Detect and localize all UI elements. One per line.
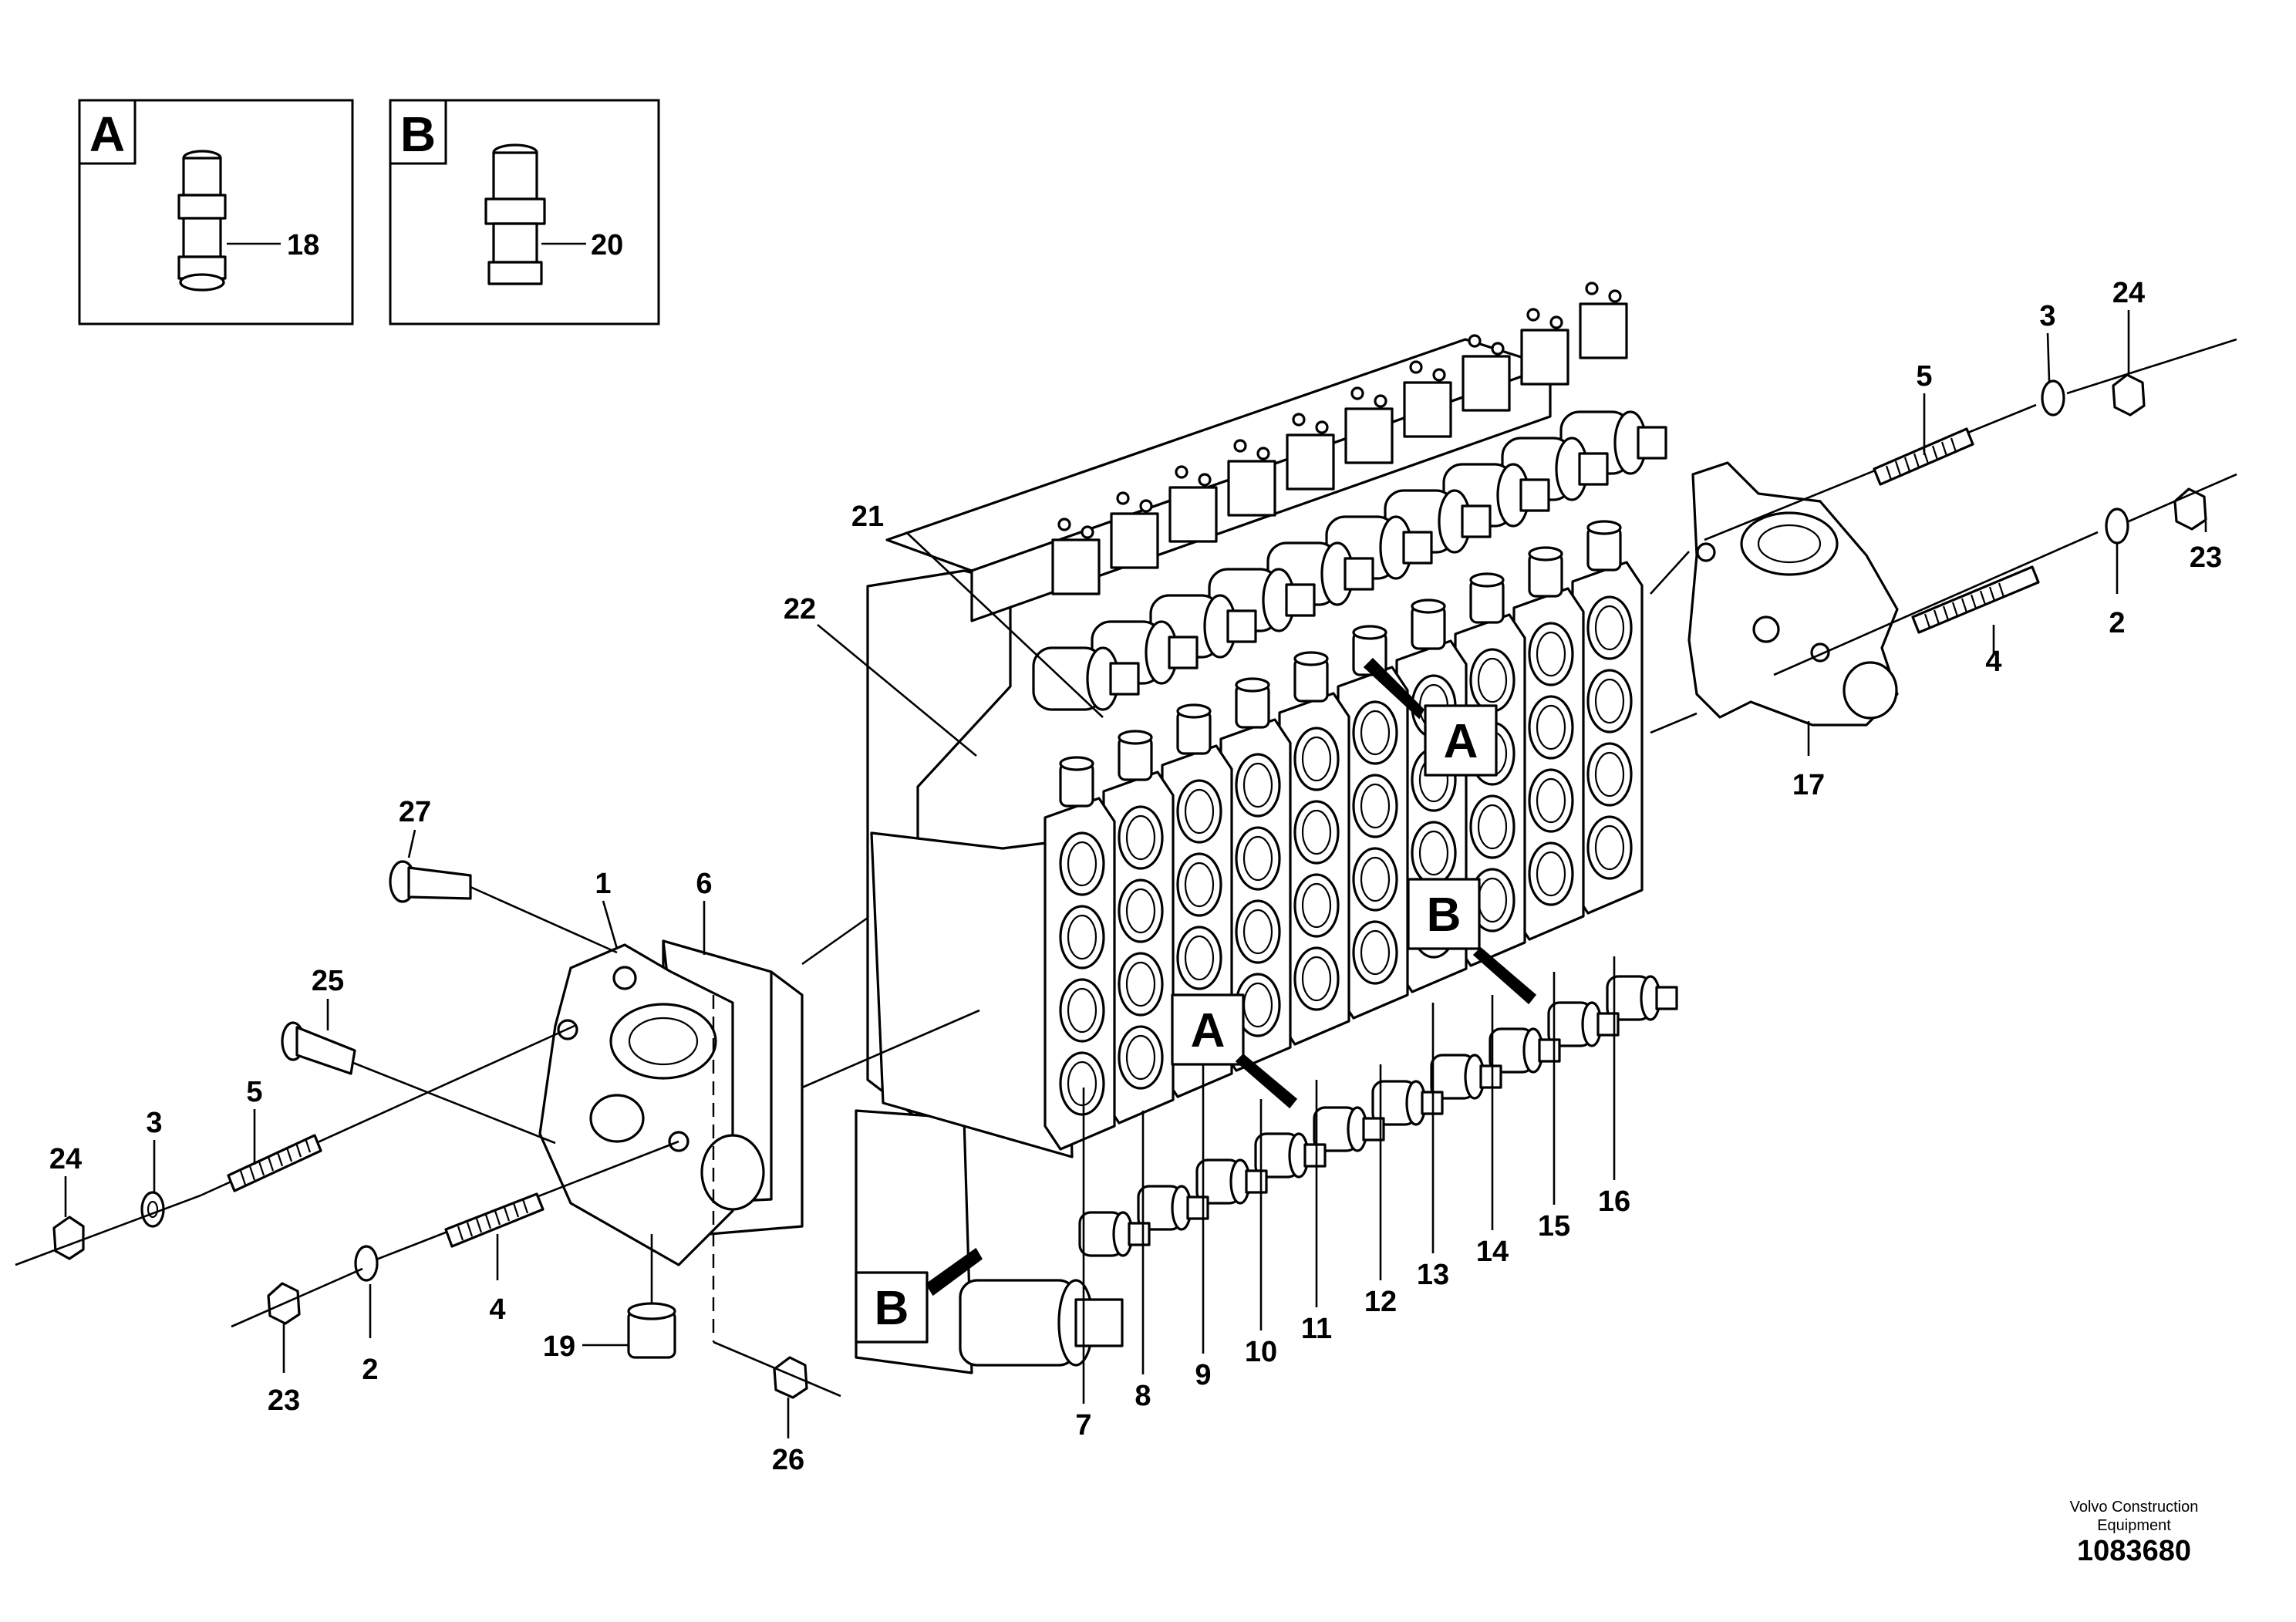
nut-26-icon xyxy=(713,1340,841,1399)
pilot-solenoid-icon xyxy=(1442,334,1550,528)
leader-lines xyxy=(64,310,2207,1438)
lower-solenoid-icon xyxy=(1313,1106,1385,1152)
part-number-19: 19 xyxy=(543,1330,575,1363)
valve-section xyxy=(1337,625,1409,1020)
inset-b-letter: B xyxy=(400,106,436,162)
part-number-15: 15 xyxy=(1538,1210,1570,1243)
part-number-6: 6 xyxy=(696,868,712,900)
pilot-solenoid-icon xyxy=(1032,518,1140,711)
part-number-5-right: 5 xyxy=(1916,360,1932,393)
lower-solenoid-icon xyxy=(1137,1185,1209,1231)
callout-a-upper: A xyxy=(1363,657,1498,777)
washer-3-right-icon xyxy=(2041,379,2065,416)
part-number-17: 17 xyxy=(1792,769,1825,801)
part-number-9: 9 xyxy=(1195,1359,1211,1391)
lower-solenoid-icon xyxy=(1606,975,1678,1021)
inset-b: B 20 xyxy=(389,99,660,325)
inset-a-letter: A xyxy=(89,106,125,162)
document-number: 1083680 xyxy=(2077,1535,2191,1567)
part-number-16: 16 xyxy=(1598,1185,1630,1218)
pilot-solenoid-icon xyxy=(1149,465,1257,659)
relief-valve-20-icon xyxy=(484,143,546,285)
part-number-25: 25 xyxy=(312,965,344,997)
outlet-cover-assembly xyxy=(1687,461,1899,727)
part-number-4-right: 4 xyxy=(1985,646,2001,678)
svg-text:A: A xyxy=(1444,715,1478,768)
valve-section xyxy=(1102,730,1175,1125)
part-number-18: 18 xyxy=(287,229,319,261)
svg-text:A: A xyxy=(1191,1004,1226,1057)
nut-24-left-icon xyxy=(15,1194,201,1266)
bottom-solenoid-icon xyxy=(959,1279,1124,1367)
pilot-solenoids xyxy=(1032,282,1667,711)
part-number-27: 27 xyxy=(399,796,431,828)
callout-b-lower: B xyxy=(855,1247,983,1344)
valve-section xyxy=(1512,546,1585,941)
lower-solenoid-icon xyxy=(1078,1211,1151,1257)
bolt-27-icon xyxy=(389,860,618,954)
stud-4-left-icon xyxy=(362,1140,679,1266)
washer-3-left-icon xyxy=(140,1191,165,1228)
relief-valve-18-icon xyxy=(177,150,227,292)
part-number-5-left: 5 xyxy=(246,1076,262,1108)
part-number-2-left: 2 xyxy=(362,1354,378,1386)
valve-section xyxy=(1571,520,1644,915)
lower-solenoid-icon xyxy=(1430,1054,1502,1100)
svg-text:B: B xyxy=(875,1282,909,1335)
manufacturer-line-2: Equipment xyxy=(2097,1517,2171,1534)
manufacturer-line-1: Volvo Construction xyxy=(2069,1499,2199,1516)
part-number-1: 1 xyxy=(595,868,611,900)
callout-a-lower: A xyxy=(1171,993,1298,1109)
part-number-3-right: 3 xyxy=(2039,300,2055,332)
part-number-24-left: 24 xyxy=(49,1143,82,1175)
part-number-10: 10 xyxy=(1245,1336,1277,1368)
part-number-8: 8 xyxy=(1135,1380,1151,1412)
lower-solenoid-icon xyxy=(1254,1132,1327,1179)
part-number-7: 7 xyxy=(1075,1409,1091,1442)
part-number-4-left: 4 xyxy=(489,1293,505,1326)
valve-section xyxy=(1043,756,1116,1151)
lower-solenoid-valves xyxy=(1078,975,1678,1257)
part-number-14: 14 xyxy=(1476,1236,1509,1268)
nut-23-left-icon xyxy=(231,1267,363,1328)
part-number-26: 26 xyxy=(772,1444,804,1476)
stud-5-right-icon xyxy=(1704,403,2037,541)
part-number-2-right: 2 xyxy=(2109,607,2125,639)
plug-19-icon xyxy=(627,1234,676,1359)
part-number-3-left: 3 xyxy=(146,1107,162,1139)
svg-text:B: B xyxy=(1427,889,1462,942)
inset-a: A 18 xyxy=(78,99,354,325)
part-number-11: 11 xyxy=(1301,1313,1332,1345)
stud-4-right-icon xyxy=(1773,531,2099,676)
valve-sections xyxy=(1043,520,1644,1151)
washer-2-right-icon xyxy=(2105,508,2129,545)
callout-b-upper: B xyxy=(1407,878,1537,1005)
stud-5-left-icon xyxy=(200,1024,575,1197)
bolt-25-icon xyxy=(281,1021,556,1145)
inlet-cover-assembly xyxy=(538,939,804,1266)
part-number-22: 22 xyxy=(784,593,816,626)
nut-24-right-icon xyxy=(2066,338,2237,416)
lower-solenoid-icon xyxy=(1489,1027,1561,1074)
part-number-12: 12 xyxy=(1364,1286,1397,1318)
part-number-24-right: 24 xyxy=(2112,277,2145,309)
manufacturer-label: Volvo Construction Equipment xyxy=(2041,1498,2227,1535)
part-number-labels: 1 2 2 3 3 4 4 5 5 6 7 8 9 10 11 12 13 14… xyxy=(49,277,2222,1476)
part-number-23-left: 23 xyxy=(268,1384,300,1417)
washer-2-left-icon xyxy=(354,1245,379,1282)
main-control-valve xyxy=(855,282,1678,1374)
part-number-13: 13 xyxy=(1417,1259,1449,1291)
part-number-21: 21 xyxy=(851,501,884,533)
lower-solenoid-icon xyxy=(1195,1158,1268,1205)
part-number-20: 20 xyxy=(591,229,623,261)
lower-solenoid-icon xyxy=(1547,1001,1620,1047)
part-number-23-right: 23 xyxy=(2190,541,2222,574)
nut-23-right-icon xyxy=(2128,473,2237,531)
